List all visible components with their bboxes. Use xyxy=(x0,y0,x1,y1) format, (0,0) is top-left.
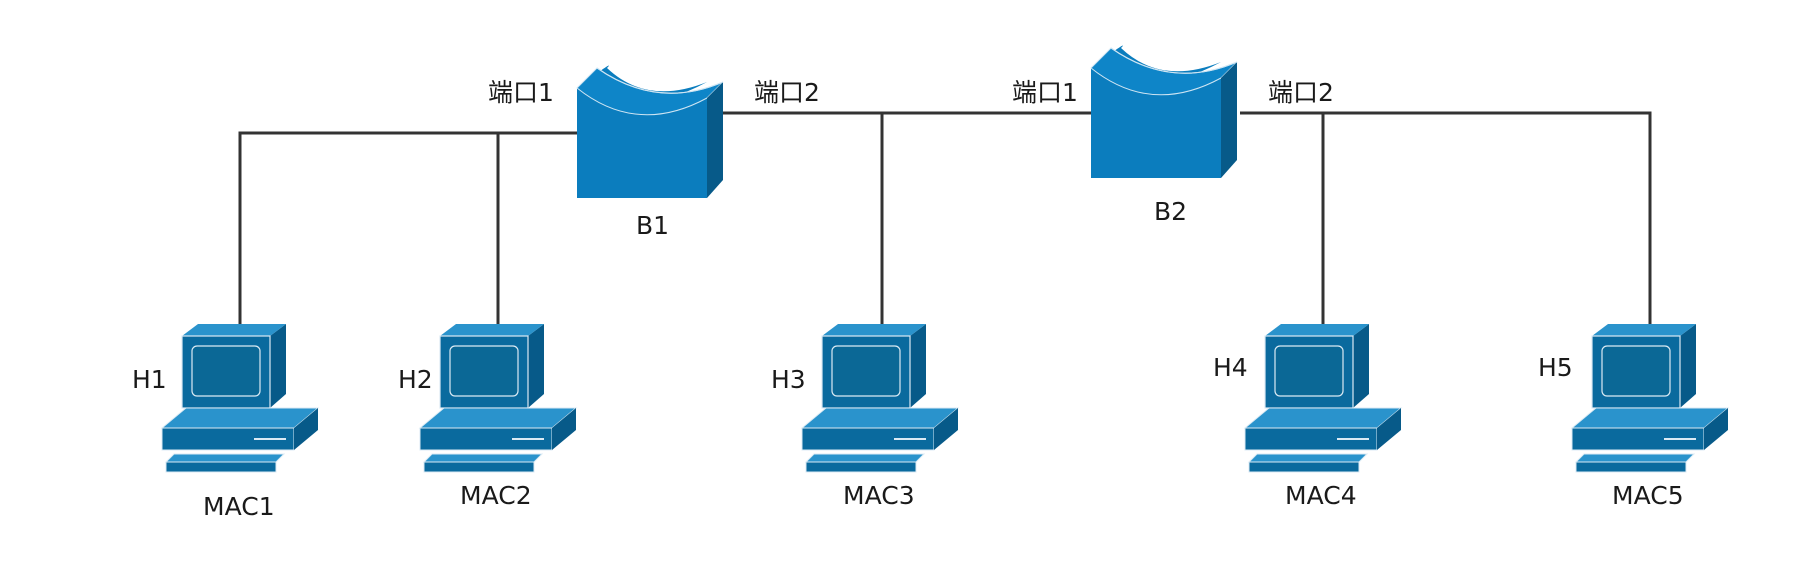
bridge-icon xyxy=(1090,44,1238,179)
computer-icon xyxy=(161,323,319,473)
host-h1-mac: MAC1 xyxy=(203,492,275,521)
host-h2-name: H2 xyxy=(398,365,433,394)
computer-icon xyxy=(419,323,577,473)
bridge-b1-name: B1 xyxy=(636,211,669,240)
bridge-icon xyxy=(576,64,724,199)
host-h4-mac: MAC4 xyxy=(1285,481,1357,510)
bridge-b2-right-port-label: 端口2 xyxy=(1268,78,1334,107)
host-h2-mac: MAC2 xyxy=(460,481,532,510)
host-h4: H4 MAC4 xyxy=(1213,323,1402,510)
bridge-b1-right-port-label: 端口2 xyxy=(754,78,820,107)
link-b1-to-h1 xyxy=(238,131,586,324)
computer-icon xyxy=(1571,323,1729,473)
network-links xyxy=(238,111,1652,324)
computer-icon xyxy=(801,323,959,473)
host-h3: H3 MAC3 xyxy=(771,323,959,510)
computer-icon xyxy=(1244,323,1402,473)
bridge-b2: 端口1 端口2 B2 xyxy=(1012,44,1334,226)
host-h5-mac: MAC5 xyxy=(1612,481,1684,510)
host-h3-name: H3 xyxy=(771,365,806,394)
link-b2-to-h5 xyxy=(1240,111,1652,324)
host-h5: H5 MAC5 xyxy=(1538,323,1729,510)
host-h1-name: H1 xyxy=(132,365,167,394)
bridge-b2-left-port-label: 端口1 xyxy=(1012,78,1078,107)
host-h3-mac: MAC3 xyxy=(843,481,915,510)
bridge-b1-left-port-label: 端口1 xyxy=(488,78,554,107)
host-h4-name: H4 xyxy=(1213,353,1248,382)
bridge-b2-name: B2 xyxy=(1154,197,1187,226)
host-h2: H2 MAC2 xyxy=(398,323,577,510)
host-h1: H1 MAC1 xyxy=(132,323,319,521)
host-h5-name: H5 xyxy=(1538,353,1573,382)
bridge-b1: 端口1 端口2 B1 xyxy=(488,64,820,240)
